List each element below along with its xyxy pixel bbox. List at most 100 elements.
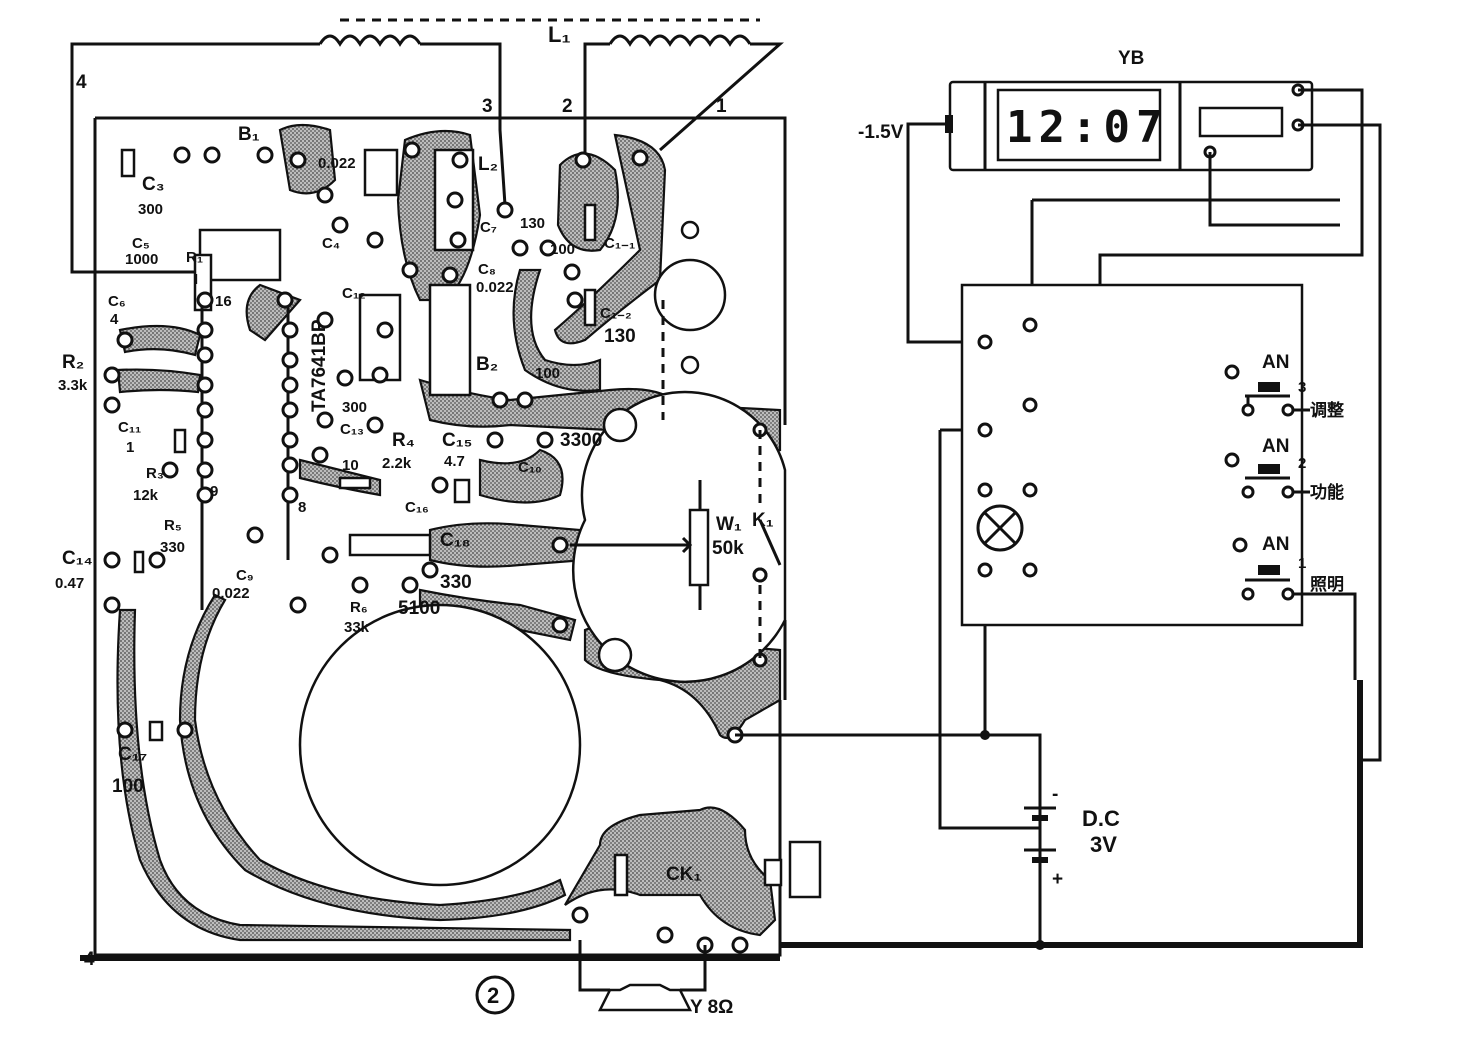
button-an1[interactable]: AN 1 照明 xyxy=(1241,534,1344,601)
speaker-cutout xyxy=(298,603,582,887)
svg-text:AN: AN xyxy=(1262,436,1289,457)
clock-module: YB 12:07 -1.5V xyxy=(858,48,1314,172)
potentiometer-w1 xyxy=(570,480,710,610)
svg-text:C₈: C₈ xyxy=(478,261,496,278)
mount-hole xyxy=(653,258,727,332)
svg-text:C₁₈: C₁₈ xyxy=(440,530,470,551)
svg-text:330: 330 xyxy=(160,539,185,556)
capacitor-c12 xyxy=(583,288,597,327)
svg-text:C₃: C₃ xyxy=(142,174,165,195)
svg-text:0.022: 0.022 xyxy=(318,155,356,172)
button-board xyxy=(960,283,1304,627)
mount-slot xyxy=(120,148,136,178)
svg-text:1: 1 xyxy=(126,439,134,456)
svg-text:3300: 3300 xyxy=(560,430,602,451)
power-wiring xyxy=(735,430,1363,950)
svg-text:C₆: C₆ xyxy=(108,293,126,310)
svg-text:C₁₃: C₁₃ xyxy=(340,421,364,438)
button-an2[interactable]: AN 2 功能 xyxy=(1241,436,1344,502)
svg-text:300: 300 xyxy=(342,399,367,416)
mount-hole xyxy=(602,407,638,443)
svg-text:C₉: C₉ xyxy=(236,567,254,584)
svg-text:C₁₄: C₁₄ xyxy=(62,548,93,569)
ic-label: TA7641BP xyxy=(309,319,330,412)
svg-text:C₁₋₁: C₁₋₁ xyxy=(604,235,635,252)
svg-text:330: 330 xyxy=(440,572,472,593)
svg-text:130: 130 xyxy=(604,326,636,347)
supply-label: -1.5V xyxy=(858,122,904,143)
transformer-b1 xyxy=(198,228,282,282)
capacitor-c15 xyxy=(453,478,471,504)
svg-text:2: 2 xyxy=(1298,455,1306,472)
jack-part xyxy=(613,853,629,897)
pcb-labels: B₁ C₃ 300 C₅ 1000 R₁ C₆ 4 R₂ 3.3k C₁₁ 1 … xyxy=(55,124,744,885)
svg-text:C₅: C₅ xyxy=(132,235,150,252)
switch-k1: K₁ xyxy=(661,300,782,660)
svg-text:1: 1 xyxy=(1298,555,1306,572)
svg-text:R₂: R₂ xyxy=(62,352,84,373)
switch-label: K₁ xyxy=(752,510,774,531)
clock-label: YB xyxy=(1118,48,1144,69)
battery-voltage: 3V xyxy=(1090,832,1117,857)
battery: - + D.C 3V xyxy=(1024,784,1120,890)
svg-text:R₃: R₃ xyxy=(146,465,164,482)
svg-text:R₆: R₆ xyxy=(350,599,368,616)
svg-text:R₄: R₄ xyxy=(392,430,415,451)
svg-text:R₅: R₅ xyxy=(164,517,182,534)
capacitor-c14 xyxy=(133,550,145,574)
coil-leads: 4 3 2 1 xyxy=(70,42,784,274)
svg-text:8: 8 xyxy=(298,499,306,516)
svg-text:C₄: C₄ xyxy=(322,235,340,252)
svg-text:5100: 5100 xyxy=(398,598,440,619)
capacitor-block xyxy=(363,148,399,197)
capacitor-c11 xyxy=(173,428,187,454)
pot-value: 50k xyxy=(712,538,744,559)
svg-text:AN: AN xyxy=(1262,534,1289,555)
svg-text:9: 9 xyxy=(210,483,218,500)
resistor-10 xyxy=(338,476,372,490)
svg-text:130: 130 xyxy=(520,215,545,232)
clock-display: 12:07 xyxy=(1006,102,1168,153)
svg-text:0.022: 0.022 xyxy=(476,279,514,296)
svg-text:100: 100 xyxy=(535,365,560,382)
capacitor-c17 xyxy=(148,720,164,742)
button-an3[interactable]: AN 3 调整 xyxy=(1241,352,1344,420)
svg-text:33k: 33k xyxy=(344,619,370,636)
jack-housing xyxy=(788,840,822,899)
svg-text:0.022: 0.022 xyxy=(212,585,250,602)
mount-hole xyxy=(680,220,700,240)
battery-label: D.C xyxy=(1082,806,1120,831)
transformer-b2 xyxy=(428,283,472,397)
svg-text:100: 100 xyxy=(550,241,575,258)
svg-text:3.3k: 3.3k xyxy=(58,377,88,394)
svg-text:12k: 12k xyxy=(133,487,159,504)
svg-text:B₁: B₁ xyxy=(238,124,260,145)
solder-pads xyxy=(103,141,768,954)
button-function-label: 照明 xyxy=(1310,575,1344,594)
capacitor-c7 xyxy=(583,203,597,242)
tap-label: 1 xyxy=(716,96,727,117)
svg-text:R₁: R₁ xyxy=(186,249,203,266)
speaker-label: Y 8Ω xyxy=(690,997,733,1018)
tap-label: 3 xyxy=(482,96,493,117)
button-board-pads xyxy=(976,317,1248,578)
button-function-label: 调整 xyxy=(1310,400,1344,420)
button-function-label: 功能 xyxy=(1310,482,1344,502)
tap-label: 2 xyxy=(562,96,573,117)
tap-label: 4 xyxy=(76,72,87,93)
svg-text:4: 4 xyxy=(110,311,119,328)
svg-text:C₁₋₂: C₁₋₂ xyxy=(600,305,632,322)
svg-text:L₂: L₂ xyxy=(478,154,498,175)
jack-contact xyxy=(763,858,783,887)
svg-text:-: - xyxy=(1052,784,1058,805)
figure-number: 2 xyxy=(475,975,515,1015)
svg-text:4.7: 4.7 xyxy=(444,453,465,470)
mount-hole xyxy=(597,637,633,673)
svg-text:I: I xyxy=(194,271,198,288)
svg-text:C₁₆: C₁₆ xyxy=(405,499,429,516)
coil-label: L₁ xyxy=(548,22,571,47)
mount-hole xyxy=(680,355,700,375)
capacitor-c16 xyxy=(348,533,432,557)
svg-text:C₁₁: C₁₁ xyxy=(118,419,141,436)
svg-text:C₇: C₇ xyxy=(480,219,497,236)
